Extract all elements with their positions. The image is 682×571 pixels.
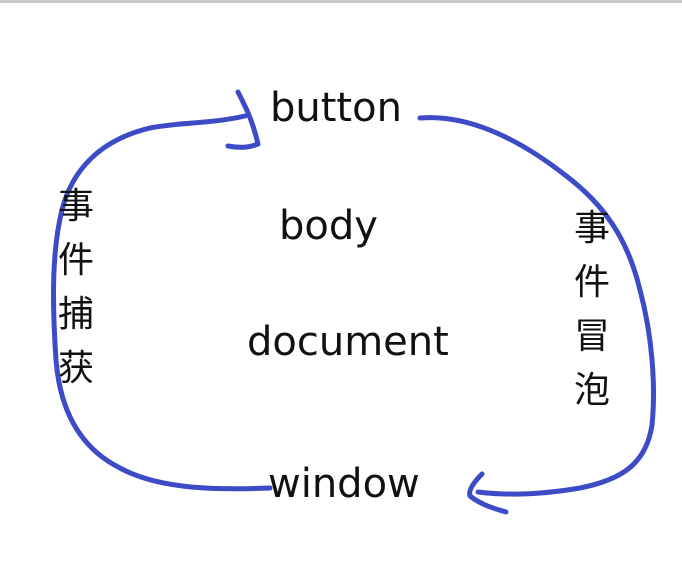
node-body: body (279, 203, 378, 249)
bubble-arrow-path (417, 115, 656, 497)
capture-arrow-path (51, 113, 273, 492)
top-border (0, 0, 682, 3)
bubble-arrowhead (467, 471, 509, 515)
node-document: document (247, 319, 449, 365)
capture-arrowhead (225, 89, 261, 150)
event-capture-label: 事件捕获 (57, 186, 94, 389)
node-window: window (268, 461, 420, 507)
node-button: button (270, 85, 402, 131)
event-bubble-label: 事件冒泡 (573, 208, 610, 411)
